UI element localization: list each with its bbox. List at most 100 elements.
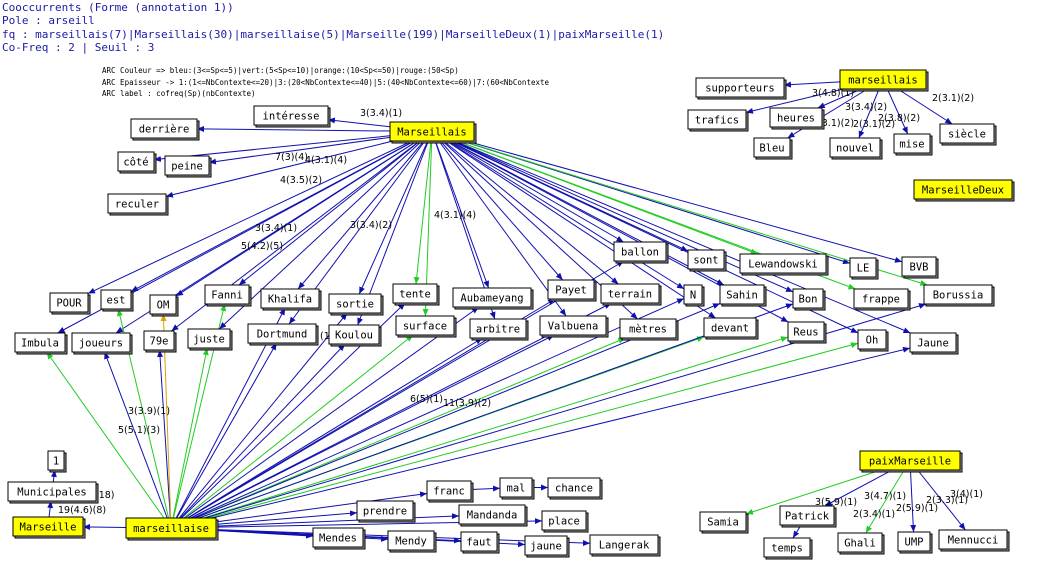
node-Bleu[interactable]: Bleu [753,137,793,160]
node-one[interactable]: 1 [47,450,67,473]
edge-marseillaise-metres [194,337,626,519]
node-label: sortie [336,299,374,311]
node-Samia[interactable]: Samia [699,511,749,534]
node-box [389,121,475,142]
node-faut[interactable]: faut [460,531,500,554]
node-arbitre[interactable]: arbitre [469,318,529,341]
node-label: nouvel [836,143,874,155]
node-siecle[interactable]: siècle [939,123,997,146]
node-79e[interactable]: 79e [143,330,177,353]
node-interesse[interactable]: intéresse [253,105,331,128]
node-supporteurs[interactable]: supporteurs [695,77,787,100]
node-Marseille[interactable]: Marseille [12,516,86,539]
node-Imbula[interactable]: Imbula [14,332,68,355]
node-est[interactable]: est [100,289,134,312]
node-label: joueurs [79,338,123,350]
node-box [763,537,811,558]
node-label: siècle [948,129,986,141]
node-terrain[interactable]: terrain [600,283,662,306]
node-BVB[interactable]: BVB [901,256,939,279]
node-trafics[interactable]: trafics [687,109,749,132]
node-jaune[interactable]: jaune [524,535,570,558]
node-mal[interactable]: mal [499,477,535,500]
node-LE[interactable]: LE [849,257,879,280]
node-Mandanda[interactable]: Mandanda [458,504,528,527]
node-Oh[interactable]: Oh [857,329,889,352]
node-metres[interactable]: mètres [619,318,679,341]
edge-label: 11(3.9)(2) [443,398,491,409]
node-prendre[interactable]: prendre [356,500,416,523]
node-label: Payet [555,285,587,297]
edge-franc-mal [470,485,501,492]
node-chance[interactable]: chance [547,477,603,500]
node-frappe[interactable]: frappe [853,288,911,311]
node-joueurs[interactable]: joueurs [71,332,133,355]
node-temps[interactable]: temps [763,537,813,560]
edge-marseillaise-franc [215,491,428,523]
node-Jaune[interactable]: Jaune [909,332,959,355]
node-Mendy[interactable]: Mendy [387,530,437,553]
node-box [613,241,667,262]
node-reculer[interactable]: reculer [107,193,169,216]
node-MarseilleDeux[interactable]: MarseilleDeux [913,179,1015,202]
node-box [117,151,155,172]
node-UMP[interactable]: UMP [897,531,933,554]
node-Patrick[interactable]: Patrick [779,505,837,528]
node-Mennucci[interactable]: Mennucci [938,529,1010,552]
node-cote[interactable]: côté [117,151,157,174]
node-box [541,510,587,531]
node-heures[interactable]: heures [769,107,825,130]
edge-label: 6(5)(1) [410,394,443,405]
legend-thickness: ARC Epaisseur -> 1:(1<=NbContexte<=20)|3… [102,78,550,87]
node-Fanni[interactable]: Fanni [204,284,252,307]
edge-marseillaise-Reus [203,336,789,519]
node-franc[interactable]: franc [426,480,474,503]
node-Borussia[interactable]: Borussia [923,284,995,307]
node-nouvel[interactable]: nouvel [829,137,883,160]
node-Ghali[interactable]: Ghali [837,532,885,555]
node-devant[interactable]: devant [703,317,759,340]
node-label: Reus [793,327,818,339]
node-label: arbitre [476,324,520,336]
node-marseillais[interactable]: marseillais [839,69,929,92]
node-N[interactable]: N [683,284,705,307]
edge-label: 3(4.8)(1) [812,88,854,99]
node-Valbuena[interactable]: Valbuena [539,315,609,338]
node-sont[interactable]: sont [687,249,727,272]
node-Langerak[interactable]: Langerak [589,534,661,557]
node-paixMarseille[interactable]: paixMarseille [859,450,963,473]
node-derriere[interactable]: derrière [130,118,200,141]
node-ballon[interactable]: ballon [613,241,669,264]
node-Lewandowski[interactable]: Lewandowski [739,253,829,276]
node-surface[interactable]: surface [395,315,457,338]
node-POUR[interactable]: POUR [49,292,91,315]
node-box [857,329,887,350]
node-Khalifa[interactable]: Khalifa [260,288,322,311]
edge-marseillais-Bleu [787,88,868,139]
node-sortie[interactable]: sortie [328,293,384,316]
node-Bon[interactable]: Bon [792,288,826,311]
node-Municipales[interactable]: Municipales [7,481,99,504]
node-peine[interactable]: peine [164,155,212,178]
node-OM[interactable]: OM [149,294,179,317]
node-Mendes[interactable]: Mendes [312,527,366,550]
node-Payet[interactable]: Payet [547,279,597,302]
node-box [49,292,89,313]
node-Koulou[interactable]: Koulou [328,324,382,347]
node-label: Lewandowski [748,259,818,271]
node-Dortmund[interactable]: Dortmund [247,323,319,346]
node-tente[interactable]: tente [392,283,440,306]
node-Marseillais[interactable]: Marseillais [389,121,477,144]
edge-label: 2(3.8)(2) [878,113,920,124]
node-label: supporteurs [705,83,775,95]
node-mise[interactable]: mise [893,133,933,156]
node-Aubameyang[interactable]: Aubameyang [452,287,534,310]
edge-Marseillais-Payet [439,140,564,281]
node-marseillaise[interactable]: marseillaise [125,517,219,541]
node-Sahin[interactable]: Sahin [719,284,767,307]
edge-marseillaise-Valbuena [190,334,555,519]
node-Reus[interactable]: Reus [787,321,827,344]
node-juste[interactable]: juste [187,328,233,351]
legend-color: ARC Couleur => bleu:(3<=Sp<=5)|vert:(5<S… [102,66,459,75]
node-place[interactable]: place [541,510,589,533]
